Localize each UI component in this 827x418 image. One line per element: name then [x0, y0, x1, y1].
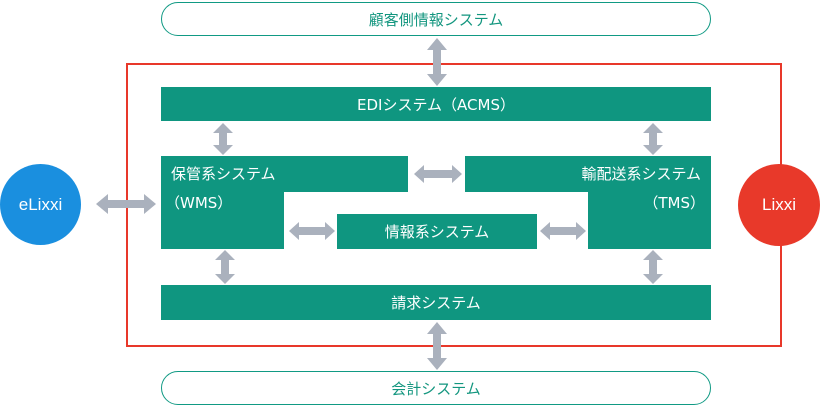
billing-system-box: 請求システム	[161, 285, 711, 320]
billing-system-label: 請求システム	[391, 294, 481, 312]
info-system-label: 情報系システム	[384, 223, 490, 241]
transport-system-box-lower: （TMS）	[588, 191, 711, 249]
storage-system-box: 保管系システム	[161, 156, 408, 192]
arrow-wms-to-info	[289, 222, 335, 240]
storage-system-box-lower: （WMS）	[161, 191, 284, 249]
info-system-box: 情報系システム	[337, 214, 537, 249]
arrow-billing-to-accounting	[427, 322, 447, 370]
transport-system-label: 輸配送系システム	[581, 165, 701, 183]
arrow-wms-to-billing	[215, 250, 235, 284]
storage-system-sublabel: （WMS）	[165, 194, 233, 212]
customer-info-system-pill: 顧客側情報システム	[161, 2, 711, 36]
edi-system-box: EDIシステム（ACMS）	[161, 87, 711, 121]
arrow-tms-to-billing	[643, 250, 663, 284]
accounting-system-pill: 会計システム	[161, 371, 711, 405]
arrow-elixxi-to-wms	[96, 194, 156, 214]
lixxi-label: Lixxi	[761, 195, 796, 214]
customer-info-system-label: 顧客側情報システム	[368, 10, 504, 29]
storage-system-label: 保管系システム	[171, 165, 276, 183]
transport-system-box: 輸配送系システム	[465, 156, 711, 192]
elixxi-label: eLixxi	[18, 194, 63, 214]
arrow-edi-to-wms	[213, 123, 233, 155]
elixxi-node: eLixxi	[0, 164, 81, 245]
edi-system-label: EDIシステム（ACMS）	[357, 95, 515, 114]
arrow-top-to-edi	[427, 38, 447, 86]
transport-system-sublabel: （TMS）	[643, 194, 705, 212]
arrow-wms-to-tms	[414, 165, 462, 183]
arrow-info-to-tms	[540, 222, 586, 240]
accounting-system-label: 会計システム	[391, 379, 481, 398]
arrow-edi-to-tms	[643, 123, 663, 155]
lixxi-node: Lixxi	[738, 164, 820, 246]
